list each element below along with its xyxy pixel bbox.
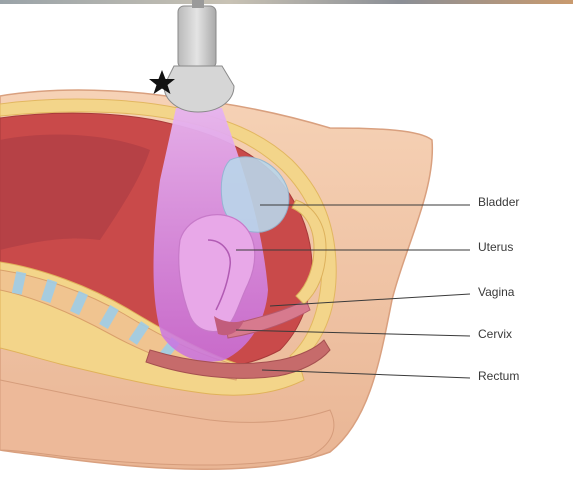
label-rectum: Rectum xyxy=(478,369,519,383)
ultrasound-probe-icon xyxy=(164,0,234,112)
label-cervix: Cervix xyxy=(478,327,512,341)
label-uterus: Uterus xyxy=(478,240,513,254)
label-bladder: Bladder xyxy=(478,195,519,209)
label-vagina: Vagina xyxy=(478,285,514,299)
